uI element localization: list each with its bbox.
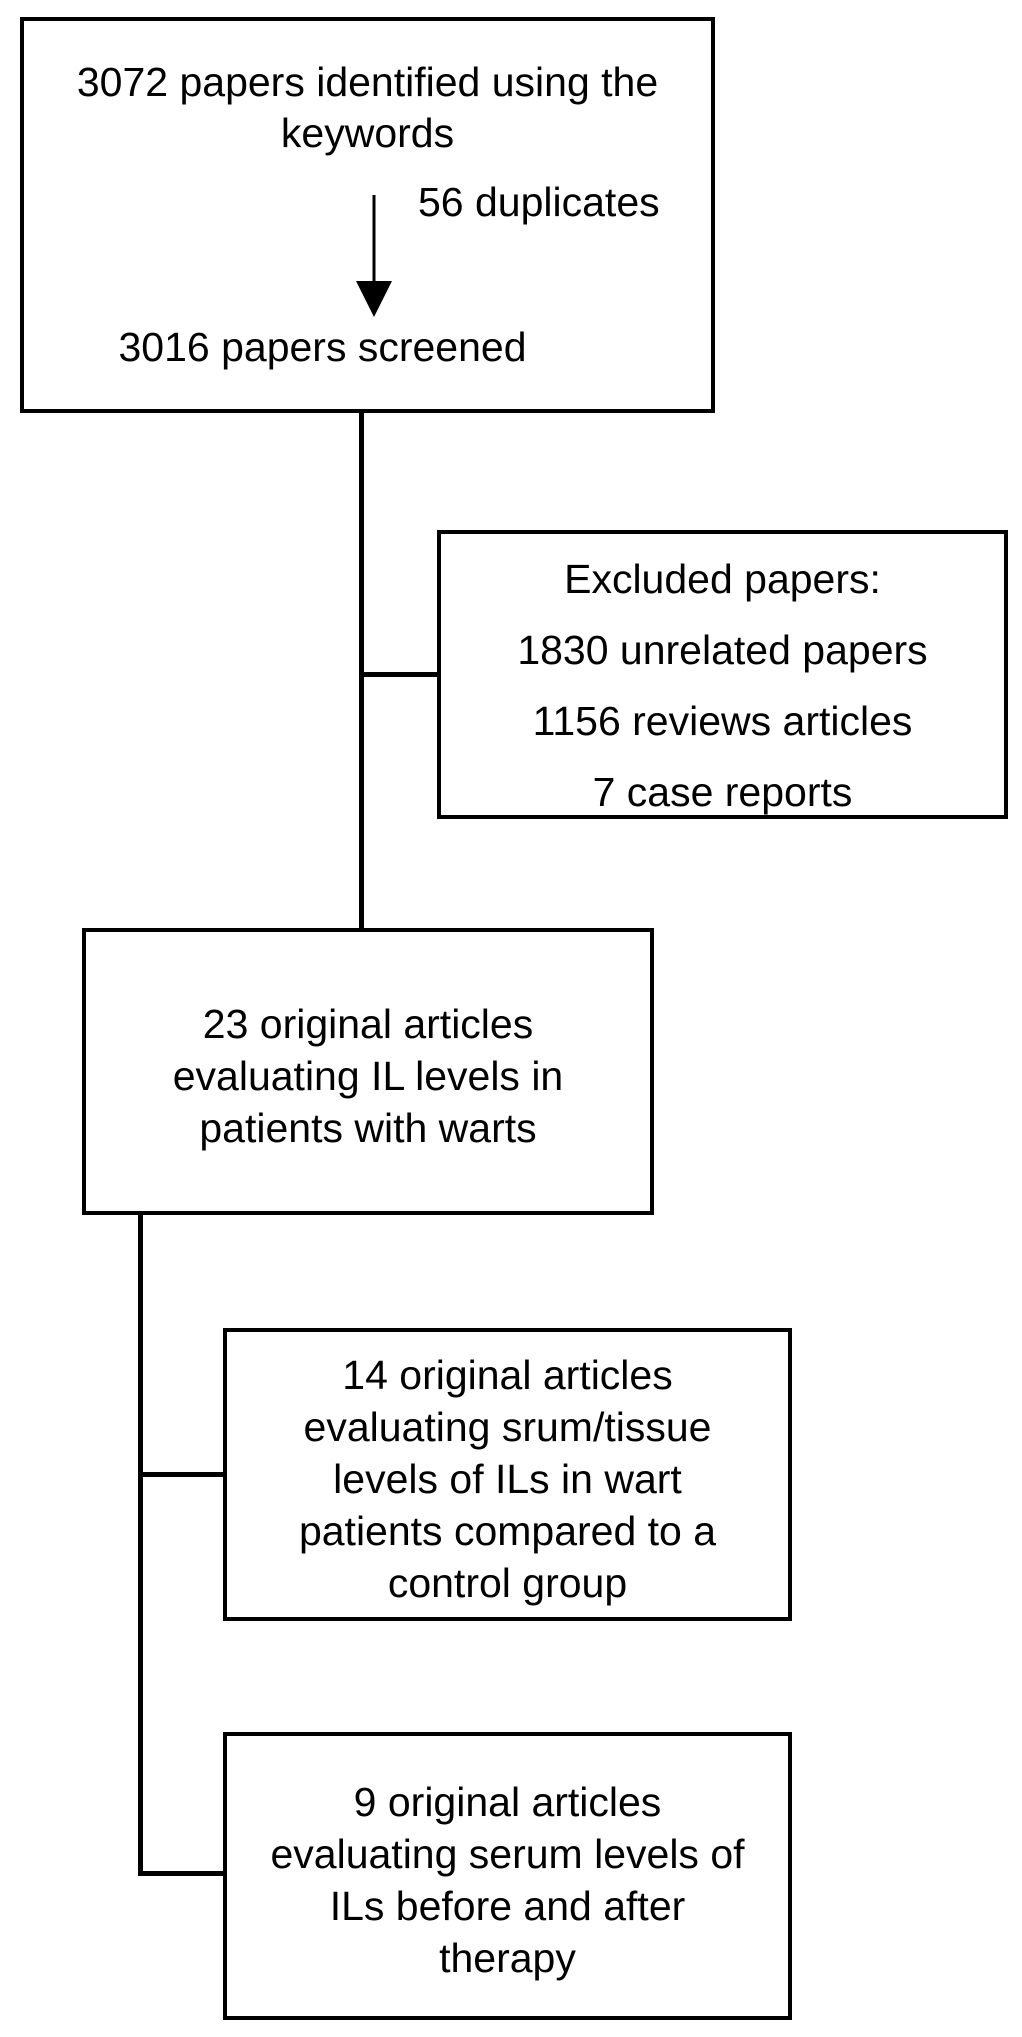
therapy-group-box: 9 original articles evaluating serum lev… [223,1732,792,2020]
control-line-3: levels of ILs in wart [333,1456,682,1502]
control-line-1: 14 original articles [342,1352,673,1398]
identification-title: 3072 papers identified using the keyword… [24,57,711,159]
connector-control-branch [138,1472,225,1477]
control-line-5: control group [387,1560,628,1606]
excluded-line-4: 7 case reports [592,769,853,815]
control-group-text: 14 original articles evaluating srum/tis… [227,1349,788,1609]
arrow-down-icon [356,195,392,317]
therapy-group-text: 9 original articles evaluating serum lev… [227,1776,788,1984]
included-line-3: patients with warts [199,1105,537,1151]
control-group-box: 14 original articles evaluating srum/tis… [223,1328,792,1621]
excluded-line-2: 1830 unrelated papers [517,627,928,673]
excluded-box: Excluded papers: 1830 unrelated papers 1… [437,530,1008,819]
included-box: 23 original articles evaluating IL level… [82,928,654,1215]
included-text: 23 original articles evaluating IL level… [86,998,650,1154]
excluded-line-3: 1156 reviews articles [532,698,913,744]
identification-title-line-1: 3072 papers identified using the [76,59,659,105]
therapy-line-3: ILs before and after [329,1883,686,1929]
excluded-list: Excluded papers: 1830 unrelated papers 1… [441,544,1004,828]
control-line-2: evaluating srum/tissue [303,1404,712,1450]
excluded-line-1: Excluded papers: [564,556,881,602]
identification-title-line-2: keywords [280,110,455,156]
identification-box: 3072 papers identified using the keyword… [20,17,715,413]
included-line-2: evaluating IL levels in [172,1053,564,1099]
therapy-line-1: 9 original articles [353,1779,662,1825]
screened-label: 3016 papers screened [118,324,527,370]
connector-therapy-branch [138,1871,225,1876]
connector-lower-vertical [138,1212,143,1876]
connector-excluded-branch [359,672,440,677]
therapy-line-4: therapy [439,1935,576,1981]
duplicates-label: 56 duplicates [418,179,660,225]
control-line-4: patients compared to a [298,1508,717,1554]
connector-main-vertical [359,410,364,932]
therapy-line-2: evaluating serum levels of [270,1831,745,1877]
included-line-1: 23 original articles [202,1001,534,1047]
